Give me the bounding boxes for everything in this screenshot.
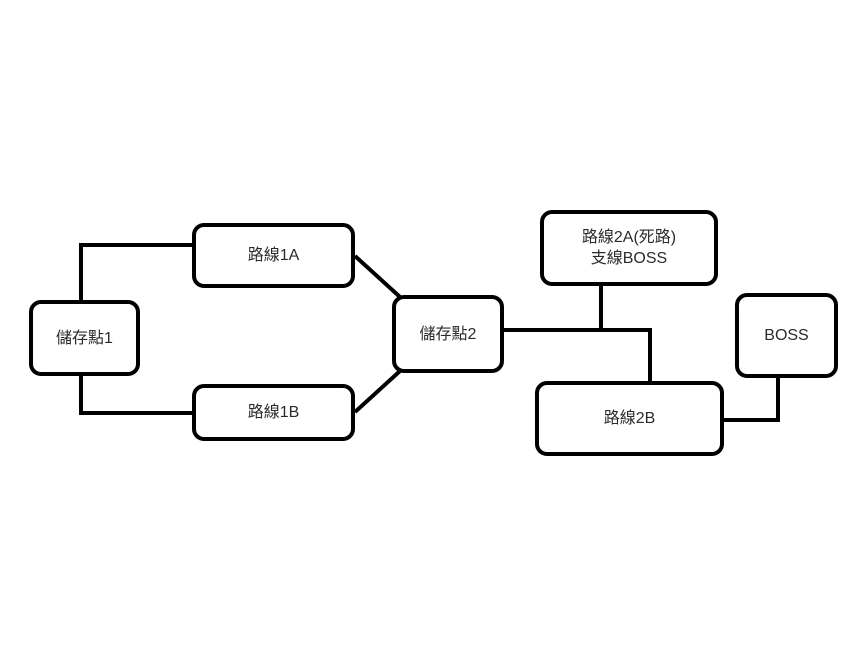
edge-route1a-save2: [353, 254, 402, 299]
node-label-boss: BOSS: [764, 327, 809, 344]
node-label-route-1a: 路線1A: [247, 247, 300, 264]
edge-save2-route2a: [504, 286, 603, 332]
node-label-route-2a: 路線2A(死路) 支線BOSS: [581, 229, 677, 267]
node-save-point-1[interactable]: 儲存點1: [29, 300, 140, 376]
node-label-route-1b: 路線1B: [247, 404, 300, 421]
node-label-route-2b: 路線2B: [603, 410, 656, 427]
node-route-2b[interactable]: 路線2B: [535, 381, 724, 456]
node-boss[interactable]: BOSS: [735, 293, 838, 378]
node-label-save-point-2: 儲存點2: [419, 325, 477, 343]
node-label-save-point-1: 儲存點1: [56, 329, 113, 347]
edge-save1-route1b: [79, 376, 192, 415]
node-route-1a[interactable]: 路線1A: [192, 223, 355, 288]
edge-route2b-boss: [724, 378, 780, 422]
node-route-2a[interactable]: 路線2A(死路) 支線BOSS: [540, 210, 718, 286]
edge-save2-route2b: [504, 328, 652, 381]
edge-save1-route1a: [79, 243, 192, 300]
edge-route1b-save2: [353, 369, 402, 414]
node-route-1b[interactable]: 路線1B: [192, 384, 355, 441]
node-save-point-2[interactable]: 儲存點2: [392, 295, 504, 373]
